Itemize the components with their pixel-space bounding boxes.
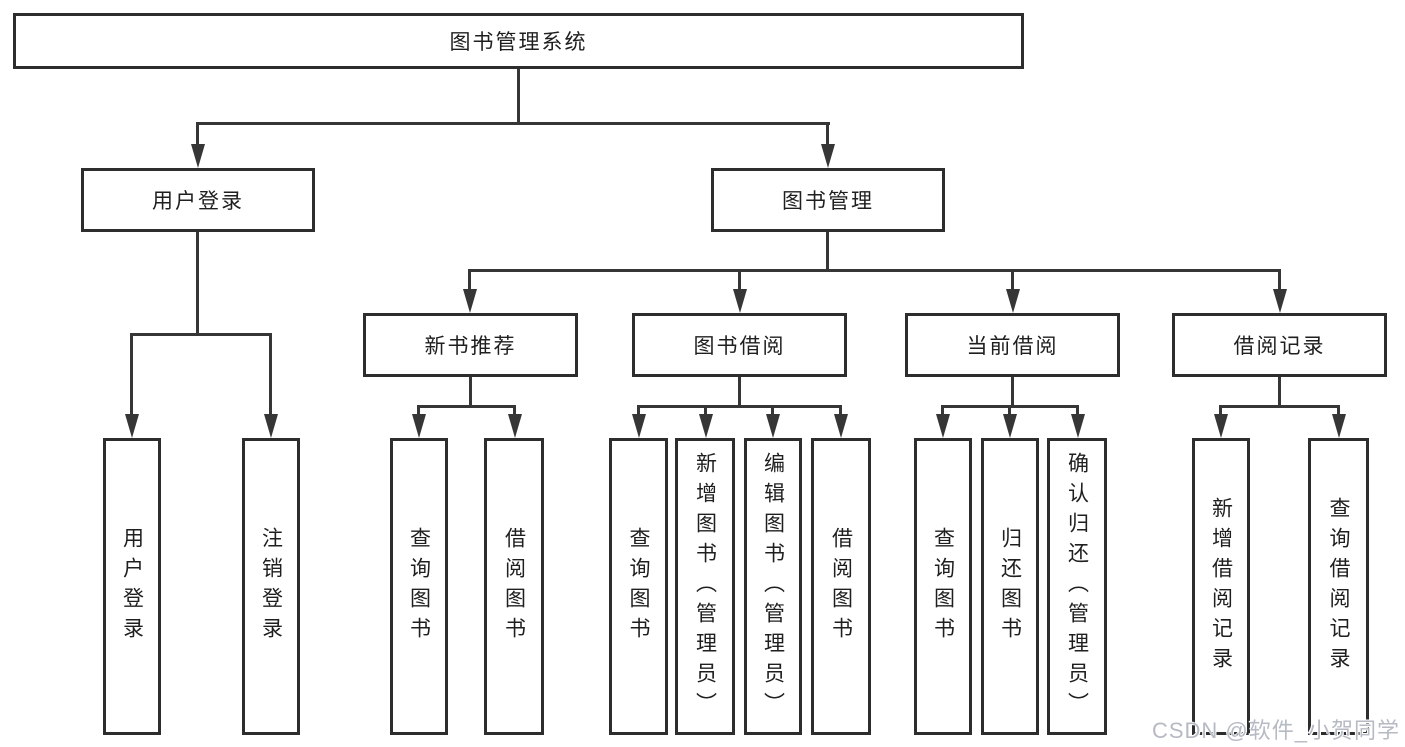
connector-line: [1219, 405, 1222, 417]
arrow-down-icon: [766, 414, 780, 438]
node-borrow-books-recommendation: 借阅图书: [484, 438, 544, 735]
connector-line: [130, 333, 272, 336]
node-label: 归还图书: [998, 526, 1022, 647]
node-label: 图书管理系统: [449, 31, 588, 54]
node-add-books-admin: 新增图书（管理员）: [675, 438, 735, 735]
arrow-down-icon: [1214, 414, 1228, 438]
connector-line: [1219, 405, 1340, 408]
node-label: 编辑图书（管理员）: [761, 451, 785, 722]
connector-line: [826, 232, 829, 272]
connector-line: [196, 122, 199, 148]
connector-line: [196, 232, 199, 335]
node-label: 用户登录: [120, 526, 144, 647]
connector-line: [839, 405, 842, 417]
node-current-borrowing: 当前借阅: [905, 313, 1120, 377]
connector-line: [826, 122, 829, 148]
node-book-management: 图书管理: [711, 168, 945, 232]
arrow-down-icon: [1071, 414, 1085, 438]
node-query-books-current: 查询图书: [914, 438, 972, 735]
node-label: 确认归还（管理员）: [1065, 451, 1089, 722]
arrow-down-icon: [125, 414, 139, 438]
connector-line: [1076, 405, 1079, 417]
connector-line: [738, 377, 741, 408]
connector-line: [771, 405, 774, 417]
connector-line: [469, 377, 472, 408]
connector-line: [196, 122, 830, 125]
arrow-down-icon: [1332, 414, 1346, 438]
node-logout: 注销登录: [242, 438, 300, 735]
node-label: 查询图书: [407, 526, 431, 647]
node-label: 当前借阅: [966, 335, 1059, 358]
node-borrow-books: 借阅图书: [811, 438, 871, 735]
arrow-down-icon: [1003, 414, 1017, 438]
node-borrowing-records: 借阅记录: [1172, 313, 1387, 377]
node-confirm-return-admin: 确认归还（管理员）: [1047, 438, 1107, 735]
node-label: 注销登录: [259, 526, 283, 647]
arrow-down-icon: [699, 414, 713, 438]
node-label: 借阅图书: [502, 526, 526, 647]
node-label: 查询图书: [931, 526, 955, 647]
arrow-down-icon: [733, 289, 747, 313]
node-library-management-system: 图书管理系统: [13, 13, 1024, 69]
node-edit-books-admin: 编辑图书（管理员）: [744, 438, 802, 735]
arrow-down-icon: [632, 414, 646, 438]
connector-line: [468, 269, 471, 291]
connector-line: [941, 405, 944, 417]
arrow-down-icon: [1006, 289, 1020, 313]
arrow-down-icon: [264, 414, 278, 438]
node-label: 查询借阅记录: [1327, 496, 1350, 677]
node-label: 新增图书（管理员）: [693, 451, 717, 722]
connector-line: [1008, 405, 1011, 417]
connector-line: [417, 405, 420, 417]
arrow-down-icon: [508, 414, 522, 438]
arrow-down-icon: [834, 414, 848, 438]
connector-line: [130, 333, 133, 417]
watermark: CSDN @软件_小贺同学: [1151, 718, 1400, 743]
connector-line: [1278, 377, 1281, 408]
arrow-down-icon: [936, 414, 950, 438]
node-add-borrow-record: 新增借阅记录: [1192, 438, 1250, 735]
node-query-borrow-record: 查询借阅记录: [1308, 438, 1369, 735]
connector-line: [1337, 405, 1340, 417]
node-label: 新书推荐: [424, 335, 517, 358]
arrow-down-icon: [463, 289, 477, 313]
node-new-book-recommendation: 新书推荐: [363, 313, 578, 377]
connector-line: [1011, 269, 1014, 291]
connector-line: [468, 269, 1281, 272]
connector-line: [513, 405, 516, 417]
connector-line: [1278, 269, 1281, 291]
node-user-login: 用户登录: [81, 168, 315, 232]
connector-line: [738, 269, 741, 291]
arrow-down-icon: [821, 144, 835, 168]
arrow-down-icon: [1273, 289, 1287, 313]
node-book-borrowing: 图书借阅: [632, 313, 847, 377]
connector-line: [637, 405, 842, 408]
node-label: 查询图书: [627, 526, 650, 647]
node-query-books-recommendation: 查询图书: [390, 438, 448, 735]
connector-line: [417, 405, 516, 408]
arrow-down-icon: [412, 414, 426, 438]
connector-line: [1011, 377, 1014, 408]
connector-line: [704, 405, 707, 417]
node-label: 借阅记录: [1233, 335, 1326, 358]
node-label: 图书借阅: [693, 335, 786, 358]
node-label: 用户登录: [152, 190, 244, 213]
connector-line: [517, 69, 520, 125]
node-query-books-borrowing: 查询图书: [609, 438, 668, 735]
arrow-down-icon: [191, 144, 205, 168]
node-label: 新增借阅记录: [1209, 496, 1233, 677]
connector-line: [269, 333, 272, 417]
node-user-login-leaf: 用户登录: [103, 438, 161, 735]
node-label: 图书管理: [782, 190, 874, 213]
node-return-books: 归还图书: [981, 438, 1039, 735]
node-label: 借阅图书: [829, 526, 853, 647]
connector-line: [637, 405, 640, 417]
